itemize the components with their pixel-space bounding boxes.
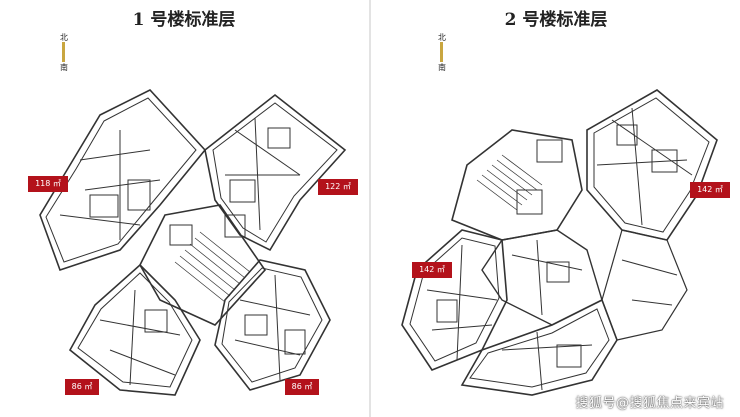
compass-north-label: 北: [60, 33, 68, 42]
watermark: 搜狐号@搜狐焦点来宾站: [575, 396, 724, 411]
floor-plan-drawing-2: [401, 89, 718, 396]
compass-north-label: 北: [438, 33, 446, 42]
compass-icon: 北 南: [434, 32, 450, 72]
unit-area-tag-86-east: 86 ㎡: [285, 379, 319, 395]
panel-divider: [369, 0, 371, 417]
unit-area-tag-142-east: 142 ㎡: [690, 182, 730, 198]
plan-title-2: 2 号楼标准层: [504, 10, 608, 30]
plan-title-1: 1 号楼标准层: [132, 10, 236, 30]
unit-area-tag-122: 122 ㎡: [318, 179, 358, 195]
compass-south-label: 南: [438, 63, 446, 72]
unit-area-tag-118: 118 ㎡: [28, 176, 68, 192]
compass-icon: 北 南: [56, 32, 72, 72]
floor-plan-panel-2: 2 号楼标准层 北 南: [372, 0, 740, 417]
floor-plan-drawing-1: [39, 89, 347, 396]
compass-needle: [62, 42, 65, 62]
floor-plan-panel-1: 1 号楼标准层 北 南: [0, 0, 368, 417]
unit-area-tag-86-west: 86 ㎡: [65, 379, 99, 395]
compass-needle: [440, 42, 443, 62]
unit-area-tag-142-west: 142 ㎡: [412, 262, 452, 278]
compass-south-label: 南: [60, 63, 68, 72]
